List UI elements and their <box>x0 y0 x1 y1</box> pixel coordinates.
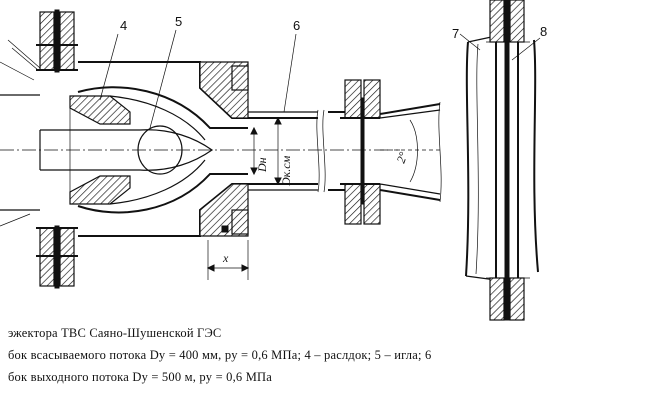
label-dim-x: x <box>222 251 229 265</box>
caption-line-1: эжектора ТВС Саяно-Шушенской ГЭС <box>8 326 222 340</box>
ejector-housing <box>77 61 249 237</box>
inlet-flange-bottom <box>36 225 78 289</box>
label-part-4: 4 <box>120 18 127 33</box>
label-part-6: 6 <box>293 18 300 33</box>
dimension-marks <box>206 116 282 280</box>
label-dim-dksm: Dк.см <box>279 155 293 187</box>
label-part-8: 8 <box>540 24 547 39</box>
label-dim-dn: Dн <box>255 157 269 173</box>
label-part-5: 5 <box>175 14 182 29</box>
label-angle: 2° <box>394 150 411 165</box>
label-part-7: 7 <box>452 26 459 41</box>
nozzle-part-4 <box>69 95 206 205</box>
inlet-flange-top <box>36 9 78 73</box>
caption-line-3: бок выходного потока Dу = 500 м, pу = 0,… <box>8 370 272 384</box>
outlet-flange-part-8 <box>486 0 530 321</box>
diffuser <box>379 101 442 203</box>
mixing-pipe-part-6 <box>248 109 326 193</box>
ejector-section-drawing: 4 5 6 7 8 Dн Dк.см x 2° <box>0 0 547 321</box>
outlet-pipe-part-7 <box>465 35 539 281</box>
caption-line-2: бок всасываемого потока Dу = 400 мм, pу … <box>8 348 432 362</box>
leader-lines <box>99 29 541 129</box>
suction-inlet-pipe <box>0 39 41 227</box>
middle-flange <box>328 79 381 225</box>
